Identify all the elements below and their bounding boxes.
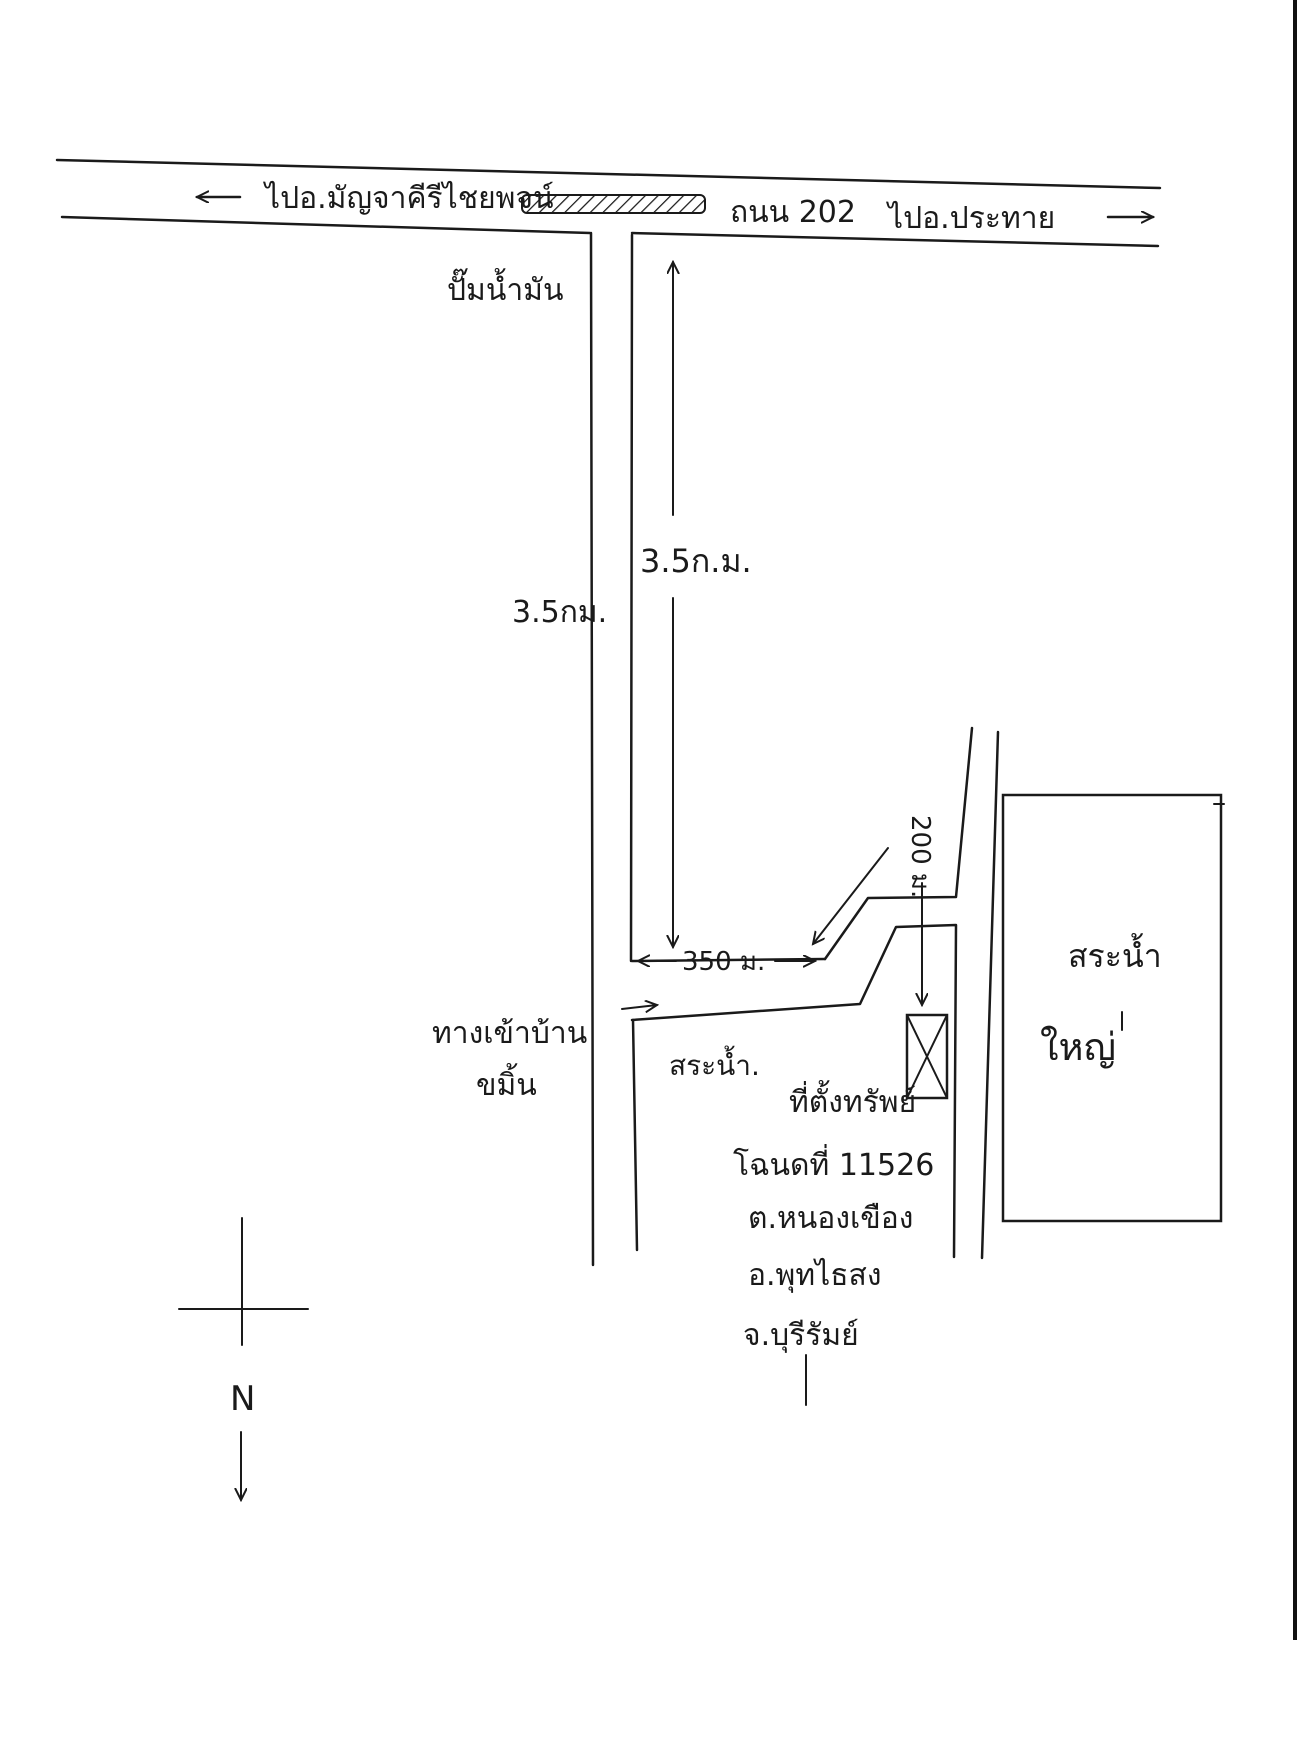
highway-right-destination: ไปอ.ประทาย: [886, 200, 1055, 236]
property-title: ที่ตั้งทรัพย์: [789, 1080, 916, 1120]
property-district: อ.พุทไธสง: [748, 1257, 881, 1294]
horizontal-distance-label: 350 ม.: [682, 947, 765, 977]
village-entrance-label: ทางเข้าบ้าน: [432, 1016, 587, 1051]
property-subdistrict: ต.หนองเขือง: [748, 1201, 913, 1236]
center-distance-label: 3.5ก.ม.: [640, 542, 752, 580]
property-province: จ.บุรีรัมย์: [743, 1318, 859, 1354]
diagonal-distance-label: 200 ม.: [905, 815, 935, 898]
highway-202: [55, 158, 1162, 248]
compass: [178, 1217, 309, 1500]
left-road-distance-label: 3.5กม.: [512, 595, 607, 630]
large-pond-label-1: สระน้ำ: [1068, 933, 1162, 975]
compass-north-label: N: [230, 1379, 255, 1419]
property-plot-marker: [905, 1013, 949, 1100]
village-name-label: ขมิ้น: [476, 1063, 537, 1103]
property-deed-number: โฉนดที่ 11526: [733, 1144, 934, 1183]
highway-hatch-marker: [521, 194, 706, 214]
side-road: [630, 726, 1000, 1260]
large-pond-outline: [1001, 793, 1223, 1223]
page-edge-line: [1293, 0, 1297, 1640]
branch-road: [589, 231, 827, 1267]
highway-road-name: ถนน 202: [730, 195, 856, 230]
diagonal-distance-pointer: [813, 847, 889, 944]
entrance-arrow: [621, 1005, 657, 1009]
gas-station-label: ปั๊มน้ำมัน: [447, 268, 563, 308]
large-pond-label-2: ใหญ่: [1040, 1025, 1116, 1069]
small-pond-label: สระน้ำ.: [669, 1045, 760, 1082]
highway-left-destination: ไปอ.มัญจาคีรีไชยพจน์: [263, 180, 554, 216]
